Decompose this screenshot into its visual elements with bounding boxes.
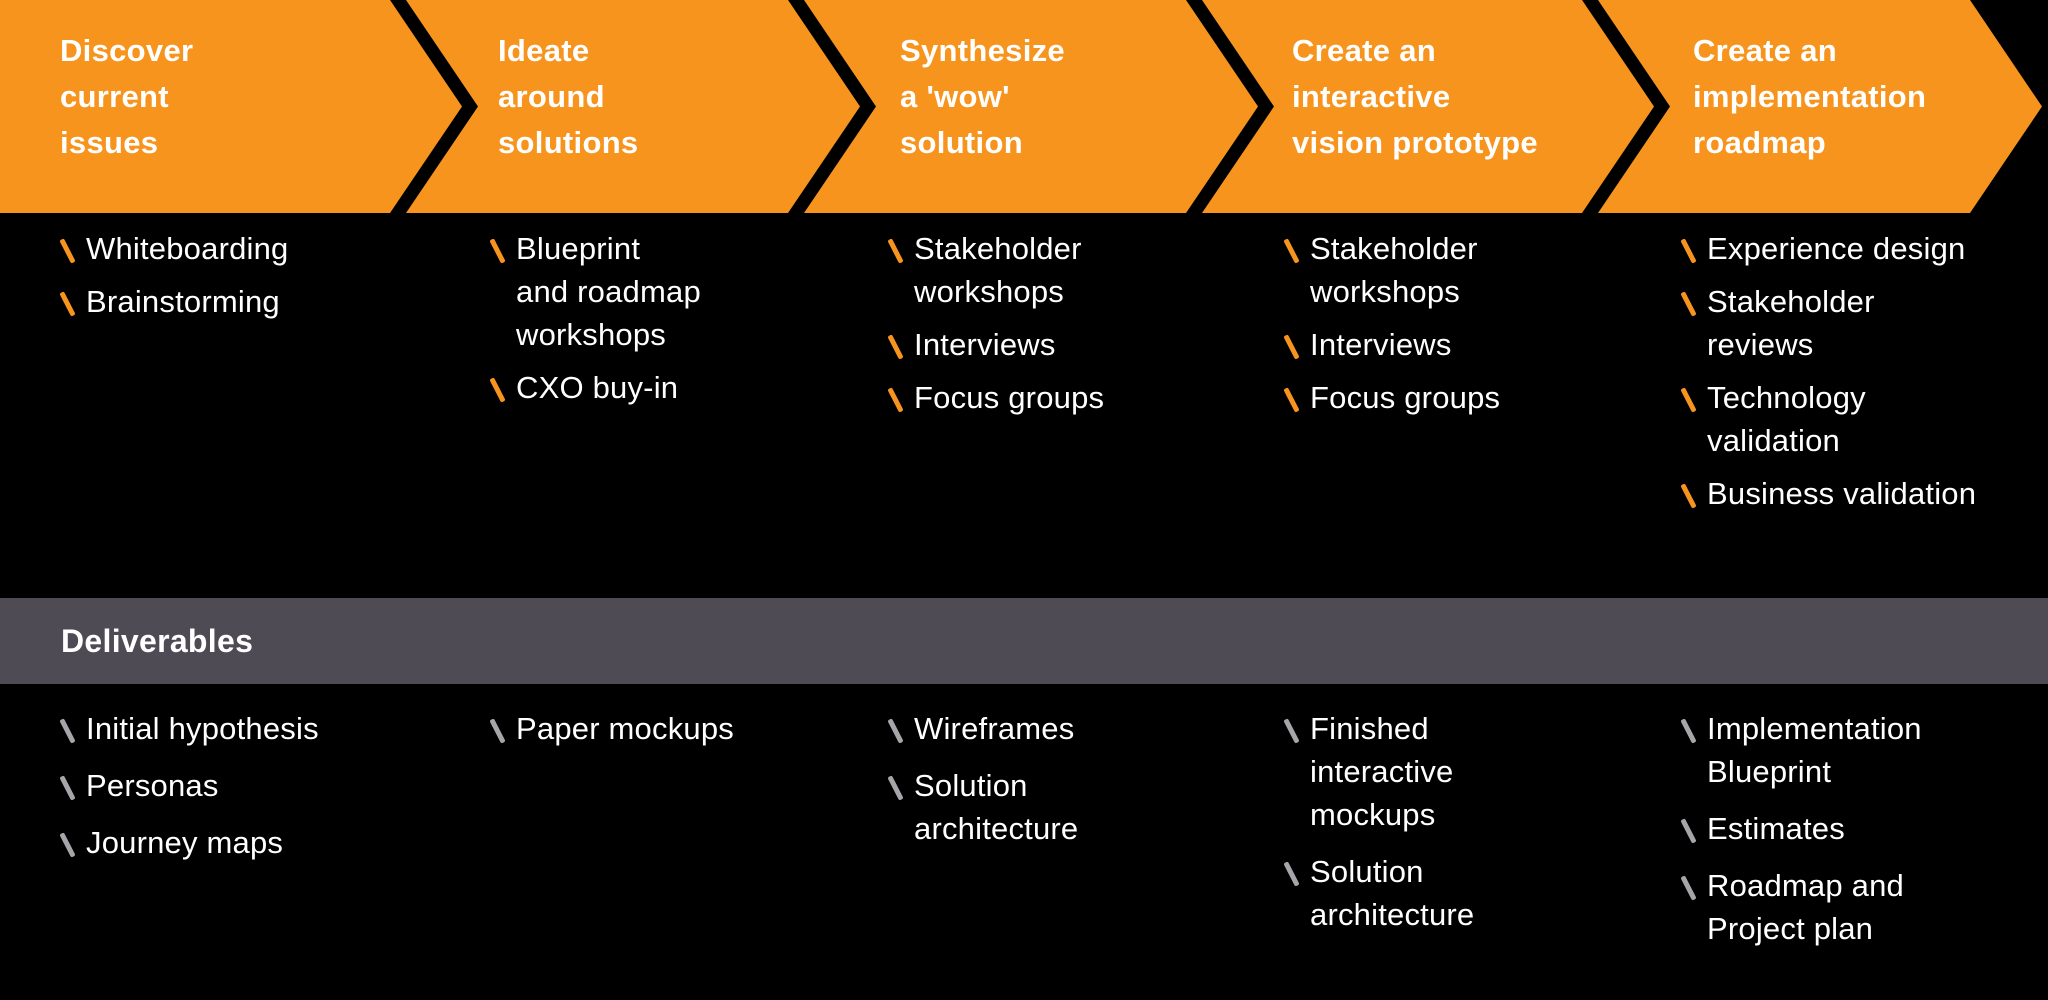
slash-bullet-icon [887,775,904,801]
slash-bullet-icon [1680,818,1697,844]
deliverable-label: Initial hypothesis [86,711,319,746]
stage-title: Create an interactive vision prototype [1292,33,1538,160]
deliverable-item: Estimates [1680,807,2030,850]
deliverable-item: Journey maps [59,821,409,864]
activity-label: Brainstorming [86,284,280,319]
slash-bullet-icon [489,377,506,403]
deliverable-item: Solution architecture [1283,850,1633,936]
deliverable-item: Initial hypothesis [59,707,409,750]
stage-chevron-discover: Discover current issues [0,0,462,213]
deliverable-item: Implementation Blueprint [1680,707,2030,793]
deliverable-label: Estimates [1707,811,1845,846]
activities-col-roadmap: Experience design Stakeholder reviews Te… [1680,227,2030,525]
stage-title: Ideate around solutions [498,33,639,160]
deliverables-col-ideate: Paper mockups [489,707,839,764]
activities-col-synthesize: Stakeholder workshops Interviews Focus g… [887,227,1237,429]
activity-item: Stakeholder workshops [887,227,1237,313]
activity-label: Stakeholder reviews [1707,284,1875,362]
activity-item: Stakeholder workshops [1283,227,1633,313]
stage-title: Synthesize a 'wow' solution [900,33,1065,160]
stage-chevron-ideate: Ideate around solutions [406,0,860,213]
activity-item: Stakeholder reviews [1680,280,2030,366]
deliverable-label: Personas [86,768,219,803]
deliverable-label: Paper mockups [516,711,734,746]
activities-col-discover: Whiteboarding Brainstorming [59,227,409,333]
activity-item: Interviews [887,323,1237,366]
stage-chevron-synthesize: Synthesize a 'wow' solution [804,0,1258,213]
slash-bullet-icon [1283,334,1300,360]
slash-bullet-icon [1283,238,1300,264]
activities-row: Whiteboarding Brainstorming Blueprint an… [0,227,2048,587]
slash-bullet-icon [1680,291,1697,317]
activity-label: CXO buy-in [516,370,679,405]
slash-bullet-icon [1680,875,1697,901]
deliverables-band-label: Deliverables [61,622,254,659]
slash-bullet-icon [59,775,76,801]
activity-item: Whiteboarding [59,227,409,270]
deliverable-item: Solution architecture [887,764,1237,850]
slash-bullet-icon [1680,483,1697,509]
activity-item: CXO buy-in [489,366,839,409]
slash-bullet-icon [887,238,904,264]
deliverables-col-discover: Initial hypothesis Personas Journey maps [59,707,409,878]
deliverable-label: Wireframes [914,711,1075,746]
deliverable-label: Roadmap and Project plan [1707,868,1904,946]
deliverables-band: Deliverables [0,598,2048,684]
slash-bullet-icon [1283,718,1300,744]
deliverables-row: Initial hypothesis Personas Journey maps… [0,707,2048,997]
stage-chevron-roadmap: Create an implementation roadmap [1598,0,2042,213]
activity-label: Business validation [1707,476,1977,511]
slash-bullet-icon [1680,387,1697,413]
slash-bullet-icon [489,718,506,744]
slash-bullet-icon [1283,861,1300,887]
activity-item: Focus groups [1283,376,1633,419]
activity-label: Stakeholder workshops [914,231,1082,309]
activity-label: Stakeholder workshops [1310,231,1478,309]
slash-bullet-icon [887,718,904,744]
slash-bullet-icon [59,718,76,744]
slash-bullet-icon [59,291,76,317]
deliverable-item: Finished interactive mockups [1283,707,1633,836]
deliverable-label: Implementation Blueprint [1707,711,1922,789]
activities-col-ideate: Blueprint and roadmap workshops CXO buy-… [489,227,839,419]
deliverable-item: Roadmap and Project plan [1680,864,2030,950]
deliverable-item: Wireframes [887,707,1237,750]
slash-bullet-icon [1680,718,1697,744]
activity-item: Interviews [1283,323,1633,366]
deliverable-item: Personas [59,764,409,807]
activity-label: Blueprint and roadmap workshops [516,231,701,352]
deliverable-item: Paper mockups [489,707,839,750]
activity-item: Experience design [1680,227,2030,270]
activity-item: Business validation [1680,472,2030,515]
slash-bullet-icon [59,238,76,264]
activities-col-prototype: Stakeholder workshops Interviews Focus g… [1283,227,1633,429]
activity-item: Blueprint and roadmap workshops [489,227,839,356]
deliverable-label: Journey maps [86,825,284,860]
activity-label: Focus groups [914,380,1105,415]
slash-bullet-icon [59,832,76,858]
activity-label: Interviews [1310,327,1452,362]
activity-item: Brainstorming [59,280,409,323]
activity-label: Technology validation [1707,380,1866,458]
activity-label: Interviews [914,327,1056,362]
slash-bullet-icon [1680,238,1697,264]
activity-label: Whiteboarding [86,231,289,266]
deliverables-col-roadmap: Implementation Blueprint Estimates Roadm… [1680,707,2030,964]
deliverable-label: Finished interactive mockups [1310,711,1454,832]
slash-bullet-icon [887,334,904,360]
slash-bullet-icon [887,387,904,413]
slash-bullet-icon [1283,387,1300,413]
activity-label: Experience design [1707,231,1966,266]
deliverables-col-synthesize: Wireframes Solution architecture [887,707,1237,864]
deliverables-col-prototype: Finished interactive mockups Solution ar… [1283,707,1633,950]
stage-title: Create an implementation roadmap [1693,33,1927,160]
activity-label: Focus groups [1310,380,1501,415]
stage-chevron-prototype: Create an interactive vision prototype [1202,0,1654,213]
activity-item: Technology validation [1680,376,2030,462]
activity-item: Focus groups [887,376,1237,419]
deliverable-label: Solution architecture [914,768,1079,846]
slash-bullet-icon [489,238,506,264]
stage-title: Discover current issues [60,33,194,160]
deliverable-label: Solution architecture [1310,854,1475,932]
